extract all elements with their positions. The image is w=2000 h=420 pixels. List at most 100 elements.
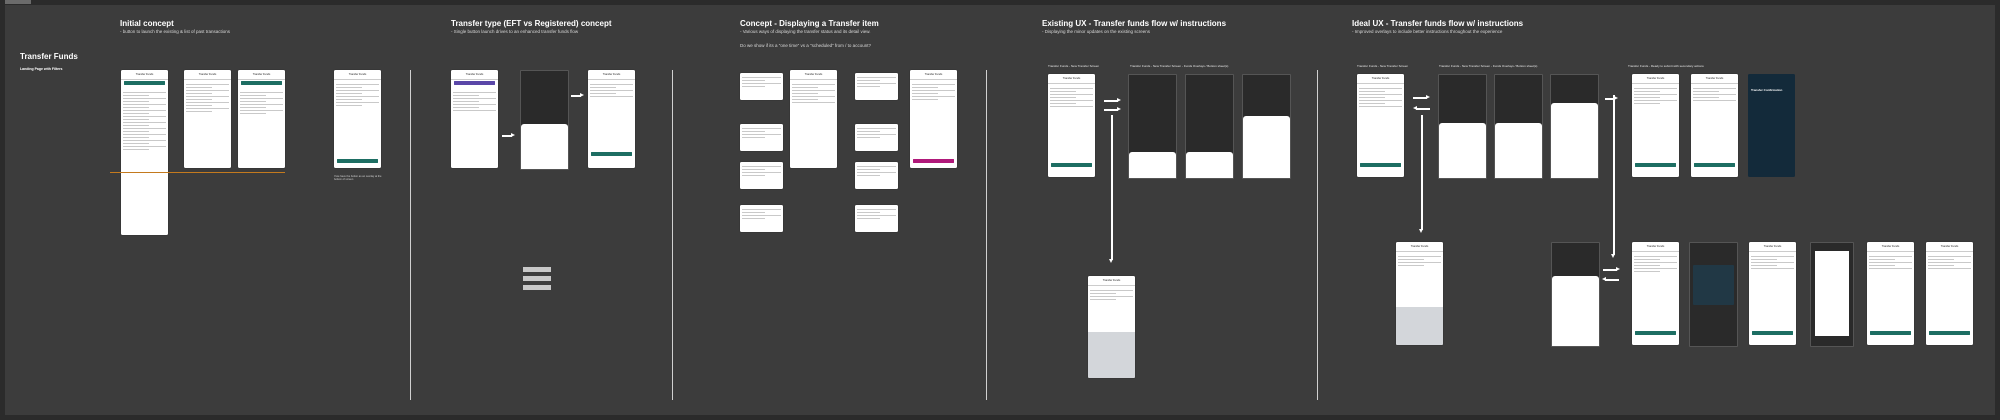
phone-existing-keyboard: Transfer Funds xyxy=(1088,276,1135,378)
phone-ideal-form-2: Transfer Funds xyxy=(1749,242,1796,345)
new-transfer-button[interactable] xyxy=(241,81,282,85)
transfer-card xyxy=(855,73,898,100)
submit-button[interactable] xyxy=(1870,331,1911,335)
phone-title: Transfer Funds xyxy=(451,70,498,80)
overlay-button[interactable] xyxy=(337,159,378,163)
phone-confirmation: Transfer Confirmation xyxy=(1748,74,1795,177)
flow-arrow xyxy=(1109,115,1113,263)
section-subtitle-display: - Various ways of displaying the transfe… xyxy=(740,29,871,34)
phone-cancel-transfer: Transfer Funds xyxy=(910,70,957,168)
submit-button[interactable] xyxy=(1360,163,1401,167)
transfer-card xyxy=(740,124,783,151)
section-subtitle-initial: - button to launch the existing & list o… xyxy=(120,29,231,34)
phone-title: Transfer Funds xyxy=(1749,242,1796,252)
phone-ideal-ready: Transfer Funds xyxy=(1632,74,1679,177)
section-title-existing: Existing UX - Transfer funds flow w/ ins… xyxy=(1042,19,1227,28)
phone-title: Transfer Funds xyxy=(184,70,231,80)
phone-title: Transfer Funds xyxy=(1926,242,1973,252)
flow-arrow xyxy=(571,93,584,97)
phone-existing-sheet-1 xyxy=(1128,74,1177,179)
submit-button[interactable] xyxy=(1929,331,1970,335)
fold-line xyxy=(110,172,285,173)
section-title-initial: Initial concept xyxy=(120,19,174,28)
existing-label-2: Transfer Funds - New Transfer Screen - F… xyxy=(1130,64,1229,68)
existing-label-1: Transfer Funds - New Transfer Screen xyxy=(1048,64,1100,68)
flow-arrow xyxy=(1603,267,1620,271)
section-title-display: Concept - Displaying a Transfer item xyxy=(740,19,879,28)
phone-title: Transfer Funds xyxy=(1088,276,1135,286)
confirmation-title: Transfer Confirmation xyxy=(1751,88,1783,92)
ideal-label-1: Transfer Funds - New Transfer Screen xyxy=(1357,64,1409,68)
divider-3 xyxy=(986,70,987,400)
phone-existing-new-transfer: Transfer Funds xyxy=(1048,74,1095,177)
transfer-card xyxy=(855,205,898,232)
transfer-card xyxy=(740,205,783,232)
phone-ideal-form: Transfer Funds xyxy=(1632,242,1679,345)
submit-button[interactable] xyxy=(1752,331,1793,335)
phone-landing: Transfer Funds xyxy=(121,70,168,235)
phone-ideal-sheet-4 xyxy=(1551,242,1600,347)
phone-title: Transfer Funds xyxy=(1632,74,1679,84)
transfer-card xyxy=(740,162,783,189)
new-transfer-button[interactable] xyxy=(124,81,165,85)
phone-date-picker xyxy=(1689,242,1738,347)
divider-4 xyxy=(1317,70,1318,400)
phone-title: Transfer Funds xyxy=(1396,242,1443,252)
phone-ideal-new-transfer: Transfer Funds xyxy=(1357,74,1404,177)
phone-ideal-sheet-1 xyxy=(1438,74,1487,179)
phone-type-sheet xyxy=(520,70,569,170)
phone-title: Transfer Funds xyxy=(1867,242,1914,252)
phone-title: Transfer Funds xyxy=(1632,242,1679,252)
placeholder-block xyxy=(523,285,551,290)
section-subtitle-transfer-type: - Single button launch drives to an enha… xyxy=(451,29,579,34)
left-panel-subtitle: Landing Page with Filters xyxy=(20,67,63,71)
phone-title: Transfer Funds xyxy=(910,70,957,80)
flow-arrow xyxy=(502,133,515,137)
submit-button[interactable] xyxy=(1635,331,1676,335)
section-question-display: Do we show if its a "one time" vs a "sch… xyxy=(740,43,871,48)
phone-title: Transfer Funds xyxy=(1691,74,1738,84)
phone-ideal-ready-2: Transfer Funds xyxy=(1691,74,1738,177)
transfer-type-button[interactable] xyxy=(454,81,495,85)
ideal-label-2: Transfer Funds - New Transfer Screen - F… xyxy=(1439,64,1538,68)
flow-arrow-back xyxy=(1602,277,1619,281)
section-title-transfer-type: Transfer type (EFT vs Registered) concep… xyxy=(451,19,612,28)
flow-arrow xyxy=(1611,95,1615,258)
phone-type-select: Transfer Funds xyxy=(451,70,498,168)
phone-title: Transfer Funds xyxy=(334,70,381,80)
cancel-transfer-button[interactable] xyxy=(913,159,954,163)
phone-existing-sheet-2 xyxy=(1185,74,1234,179)
phone-ideal-sheet-2 xyxy=(1494,74,1543,179)
phone-ideal-form-3: Transfer Funds xyxy=(1867,242,1914,345)
phone-title: Transfer Funds xyxy=(121,70,168,80)
divider-2 xyxy=(672,70,673,400)
phone-ideal-sheet-3 xyxy=(1550,74,1599,179)
left-panel-title: Transfer Funds xyxy=(20,52,78,61)
submit-button[interactable] xyxy=(1694,163,1735,167)
transfer-card xyxy=(855,162,898,189)
flow-arrow xyxy=(1413,95,1430,99)
section-subtitle-ideal: - Improved overlays to include better in… xyxy=(1352,29,1503,34)
phone-title: Transfer Funds xyxy=(1048,74,1095,84)
canvas-tab xyxy=(5,0,31,4)
flow-arrow xyxy=(1104,107,1121,111)
phone-landing-alt: Transfer Funds xyxy=(238,70,285,168)
flow-arrow xyxy=(1104,98,1121,102)
divider-1 xyxy=(410,70,411,400)
submit-button[interactable] xyxy=(1635,163,1676,167)
flow-arrow-back xyxy=(1413,106,1430,110)
phone-title: Transfer Funds xyxy=(1357,74,1404,84)
placeholder-block xyxy=(523,276,551,281)
phone-existing-sheet-3 xyxy=(1242,74,1291,179)
submit-button[interactable] xyxy=(1051,163,1092,167)
transfer-card xyxy=(855,124,898,151)
phone-overlay-button: Transfer Funds xyxy=(334,70,381,168)
phone-title: Transfer Funds xyxy=(790,70,837,80)
submit-button[interactable] xyxy=(591,152,632,156)
phone-instructions-overlay xyxy=(1810,242,1854,347)
phone-ideal-keyboard: Transfer Funds xyxy=(1396,242,1443,345)
placeholder-block xyxy=(523,267,551,272)
phone-title: Transfer Funds xyxy=(238,70,285,80)
section-title-ideal: Ideal UX - Transfer funds flow w/ instru… xyxy=(1352,19,1524,28)
transfer-card xyxy=(740,73,783,100)
